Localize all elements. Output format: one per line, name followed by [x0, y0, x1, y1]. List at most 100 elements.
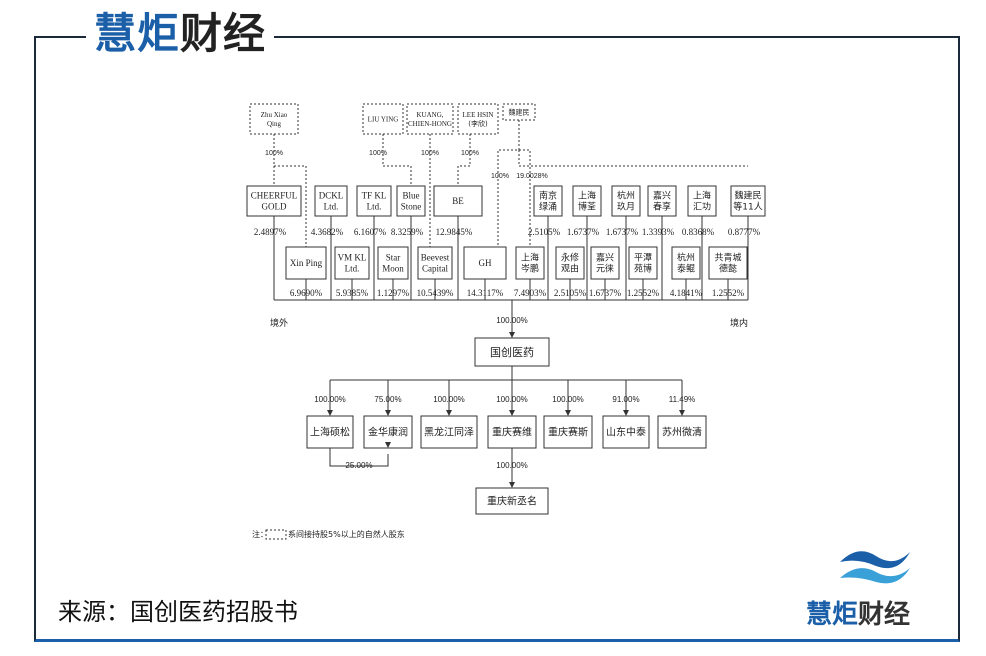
person-box-kuang-text: KUANG, [416, 111, 443, 119]
note-text: 系间接持股5%以上的自然人股东 [288, 529, 405, 539]
bottom-shareholder-box-text: Ltd. [345, 264, 360, 274]
domestic-label: 境内 [730, 317, 748, 329]
bottom-shareholder-box-text: 泰鲲 [677, 263, 695, 275]
cross-holding-arrow [385, 442, 391, 448]
bottom-shareholder-box-text: 平潭 [634, 253, 652, 264]
arrowhead [509, 482, 515, 488]
top-shareholder-pct: 2.5105% [528, 227, 561, 237]
top-shareholder-box [314, 185, 348, 217]
bottom-shareholder-box [555, 246, 585, 280]
bottom-shareholder-box [515, 246, 545, 280]
top-shareholder-box [433, 185, 483, 217]
bottom-shareholder-box-text: 共青城 [714, 252, 741, 264]
top-shareholder-box-text: Blue [403, 191, 420, 201]
top-shareholder-box [730, 185, 766, 217]
top-shareholder-pct: 0.8777% [728, 227, 761, 237]
bottom-shareholder-box-text: 岑鹏 [521, 263, 539, 275]
arrowhead [509, 410, 515, 416]
overseas-label: 境外 [270, 317, 288, 329]
subsidiary-box-text: 山东中泰 [606, 426, 646, 439]
source-caption: 来源：国创医药招股书 [58, 598, 298, 626]
person-box-liu [362, 103, 404, 135]
cross-holding-line [329, 448, 389, 467]
top-shareholder-pct: 1.3393% [642, 227, 675, 237]
top-shareholder-box-text: 绿涌 [539, 201, 557, 213]
top-shareholder-box [396, 185, 426, 217]
top-shareholder-pct: 0.8368% [682, 227, 715, 237]
person-box-zhu-text: Zhu Xiao [261, 111, 288, 119]
top-shareholder-box [611, 185, 641, 217]
top-shareholder-box-text: Stone [401, 202, 422, 212]
person-pct: 100% [265, 150, 283, 157]
bottom-shareholder-box-text: 杭州 [677, 252, 695, 264]
person-box-kuang [406, 103, 454, 135]
bottom-shareholder-box-text: 元徕 [596, 263, 614, 275]
person-box-lee-text: (李欣) [468, 119, 488, 128]
top-shareholder-pct: 12.9845% [436, 227, 473, 237]
bottom-shareholder-box-text: Star [386, 253, 401, 263]
sub-child-box [475, 487, 549, 515]
subsidiary-box [420, 415, 478, 449]
arrow-to-company [509, 332, 515, 338]
person-box-lee [457, 103, 499, 135]
bottom-shareholder-box [377, 246, 409, 280]
bottom-shareholder-box-text: VM KL [338, 253, 367, 263]
top-shareholder-box-text: GOLD [262, 202, 287, 212]
watermark-logo: 慧炬财经 [806, 600, 911, 630]
bottom-shareholder-box-text: Beevest [421, 253, 450, 263]
person-box-zhu [249, 103, 299, 135]
person-box-zhu-text: Qing [267, 120, 282, 128]
sub-child-pct: 100.00% [496, 461, 528, 470]
subsidiary-box-text: 苏州微清 [662, 426, 702, 439]
top-shareholder-pct: 2.4897% [254, 227, 287, 237]
connector-line [497, 120, 520, 247]
top-shareholder-box-text: TF KL [362, 191, 387, 201]
top-shareholder-pct: 4.3682% [311, 227, 344, 237]
top-shareholder-box-text: DCKL [319, 191, 344, 201]
sub-child-box-text: 重庆新丞名 [487, 495, 537, 508]
company-box-text: 国创医药 [490, 346, 534, 359]
person-pct: 19.0028% [516, 173, 548, 180]
top-shareholder-pct: 8.3259% [391, 227, 424, 237]
subsidiary-box-text: 重庆赛斯 [548, 426, 588, 439]
bottom-shareholder-box [285, 246, 327, 280]
top-shareholder-box-text: 春享 [653, 201, 671, 213]
note-legend-box [265, 529, 287, 540]
person-pct: 100% [491, 173, 509, 180]
connector-line [518, 150, 748, 167]
brand-logo: 慧炬财经 [86, 6, 275, 62]
top-shareholder-box-text: 玖月 [617, 201, 635, 213]
bottom-shareholder-box [708, 246, 748, 280]
connector-line [274, 165, 307, 247]
top-shareholder-box-text: Ltd. [324, 202, 339, 212]
wave-logo-icon [840, 551, 910, 584]
top-shareholder-box [533, 185, 563, 217]
top-shareholder-box-text: 杭州 [617, 190, 635, 202]
person-pct: 100% [421, 150, 439, 157]
top-shareholder-box-text: 上海 [693, 190, 711, 202]
top-shareholder-box-text: 南京 [539, 190, 557, 202]
top-shareholder-box-text: BE [452, 196, 464, 206]
top-shareholder-box [647, 185, 677, 217]
arrowhead [385, 410, 391, 416]
bottom-shareholder-box-text: 永修 [561, 252, 579, 264]
top-shareholder-pct: 1.6737% [567, 227, 600, 237]
bottom-shareholder-box-text: Xin Ping [290, 258, 323, 268]
content-frame [34, 36, 960, 642]
bottom-shareholder-box-text: 苑博 [634, 263, 652, 275]
note-prefix: 注： [252, 529, 268, 539]
person-box-liu-text: LIU YING [368, 115, 399, 123]
subsidiary-box-text: 重庆赛维 [492, 426, 532, 439]
top-shareholder-box [246, 185, 302, 217]
person-pct: 100% [369, 150, 387, 157]
top-shareholder-box-text: 上海 [578, 190, 596, 202]
arrowhead [565, 410, 571, 416]
subsidiary-box-text: 黑龙江同泽 [424, 426, 474, 439]
person-box-kuang-text: CHIEN-HONG [408, 120, 452, 128]
bottom-shareholder-box-text: 德懿 [719, 263, 737, 275]
subsidiary-box-text: 金华康润 [368, 426, 408, 439]
cross-pct: 25.00% [345, 461, 372, 470]
connector-line [457, 165, 470, 186]
top-shareholder-box-text: 博荃 [578, 201, 596, 213]
